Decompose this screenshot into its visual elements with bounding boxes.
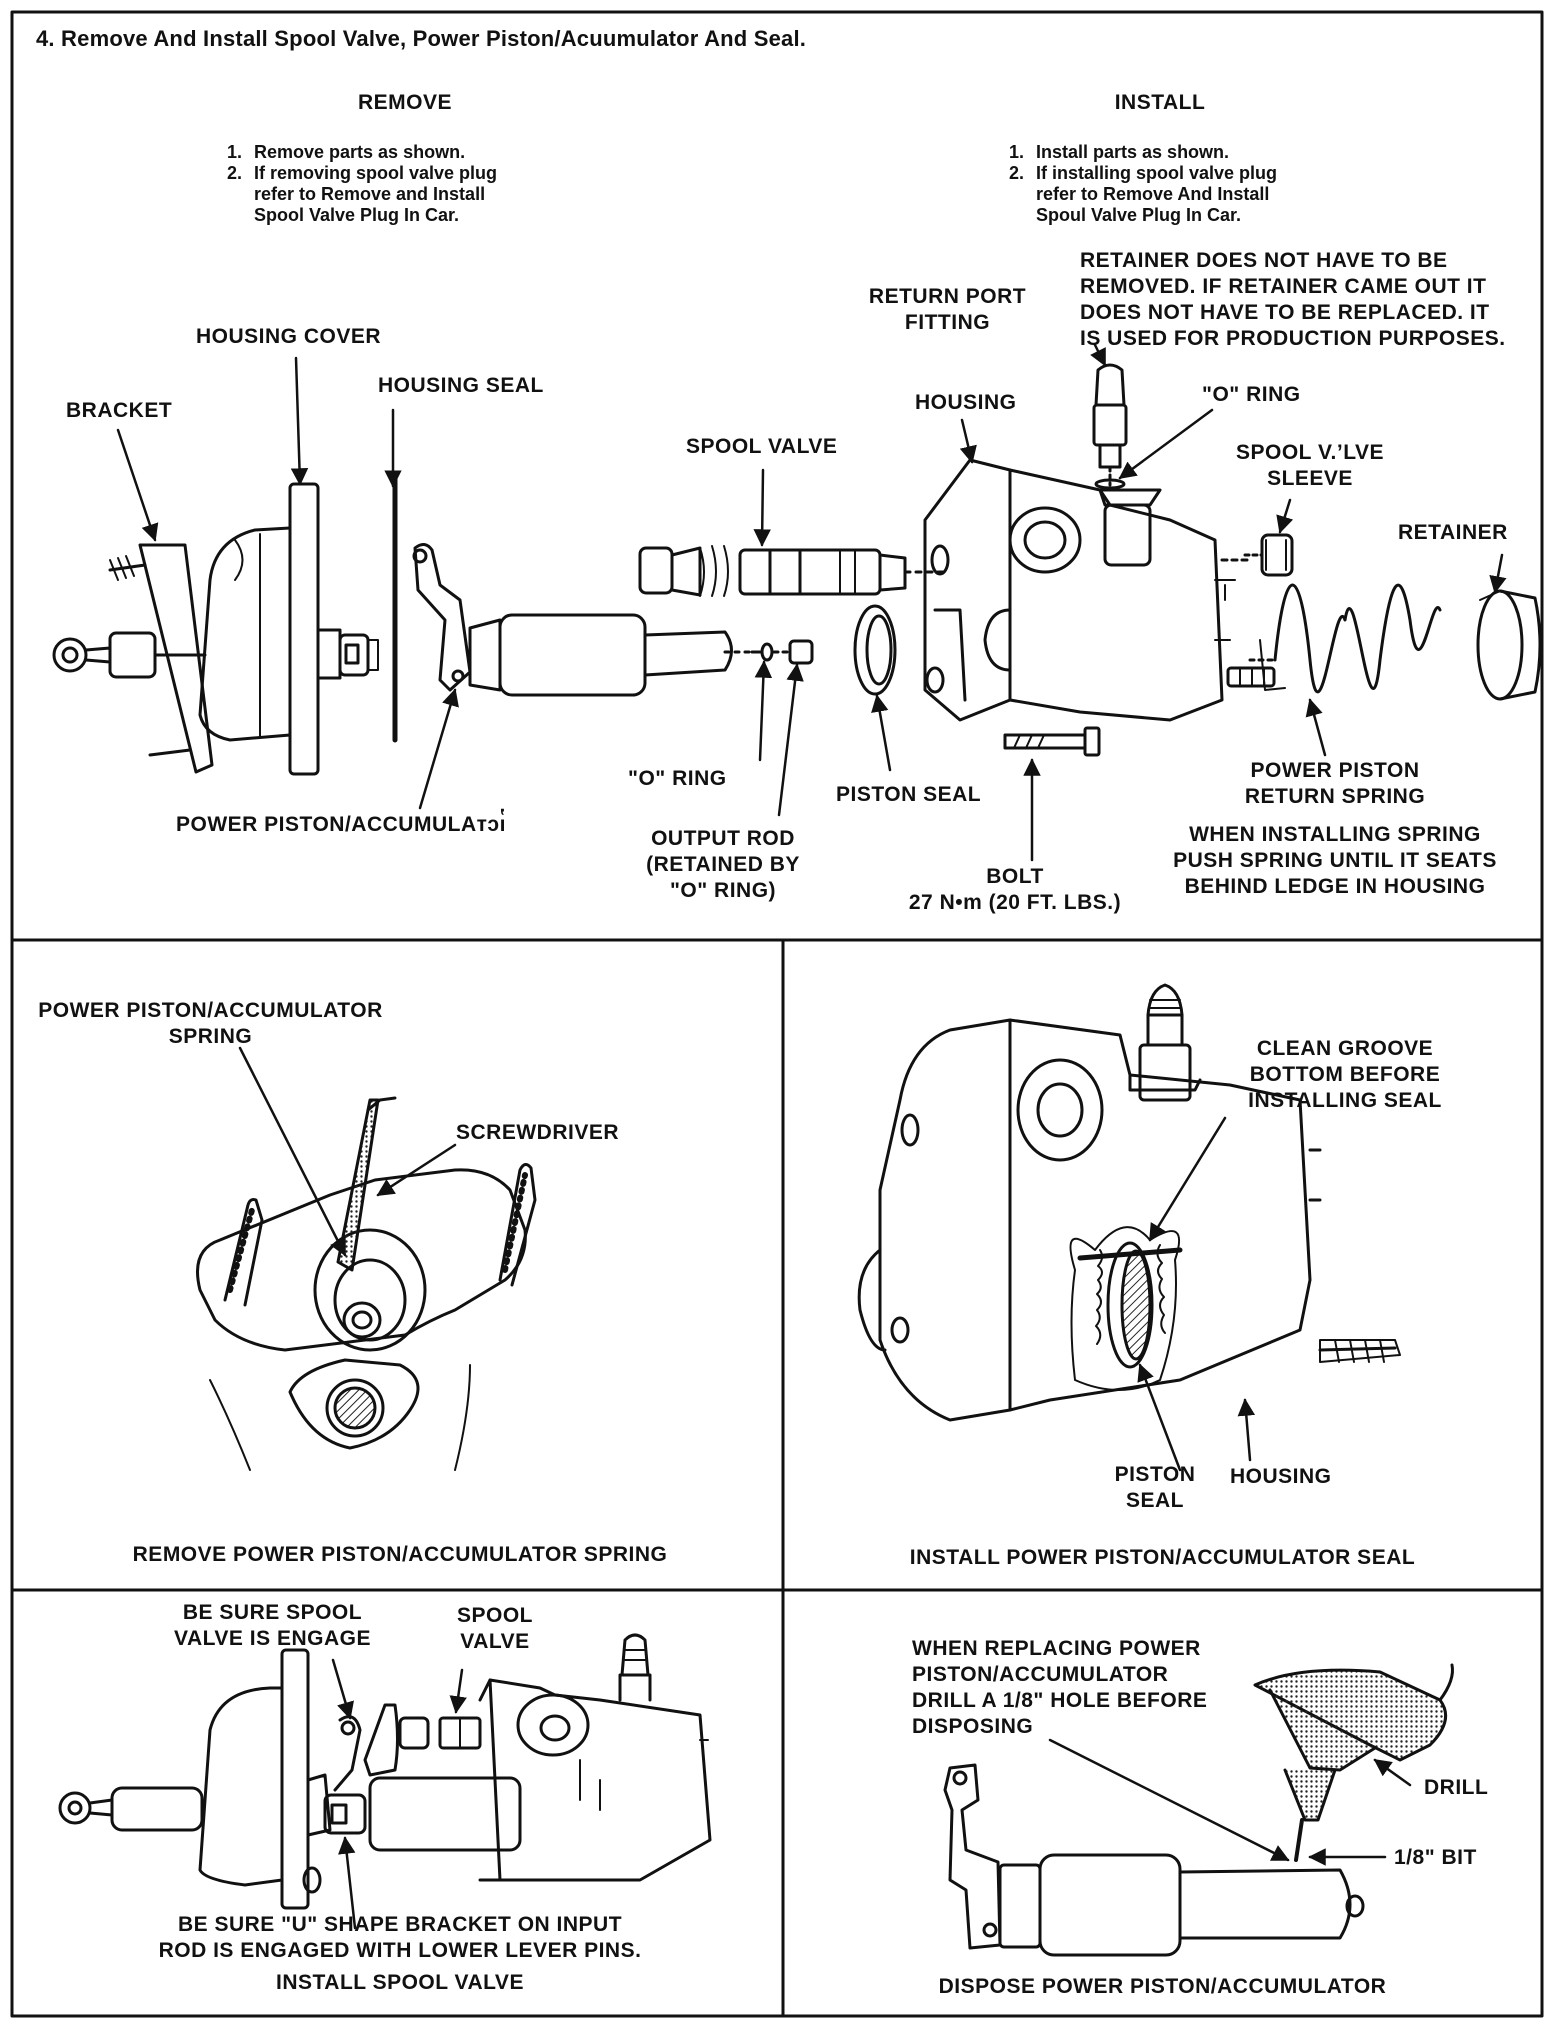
label-o-ring-bottom: "O" RING	[628, 767, 727, 790]
label-spool-valve-sleeve: SPOOL V.’LVE SLEEVE	[1236, 441, 1384, 490]
label-housing-seal: HOUSING SEAL	[378, 374, 544, 397]
label-screwdriver: SCREWDRIVER	[456, 1121, 620, 1144]
label-accumulator-spring: POWER PISTON/ACCUMULATOR SPRING	[38, 999, 383, 1048]
bracket-part	[108, 543, 214, 774]
remove-step: 2.If removing spool valve plug refer to …	[226, 163, 498, 225]
retainer-note: RETAINER DOES NOT HAVE TO BE REMOVED. IF…	[1080, 249, 1506, 350]
return-port-fitting-part	[1092, 363, 1128, 490]
remove-steps: 1.Remove parts as shown. 2.If removing s…	[208, 142, 628, 226]
return-spring-part	[1226, 583, 1442, 694]
spring-removal-illustration	[196, 1096, 537, 1471]
spool-valve-sleeve-part	[1243, 533, 1294, 577]
section-title: 4. Remove And Install Spool Valve, Power…	[36, 26, 807, 51]
retainer-part	[1476, 589, 1542, 701]
power-piston-accumulator-part	[468, 613, 754, 697]
housing-flange	[923, 458, 1012, 722]
housing-cover-part	[198, 482, 379, 776]
install-step: 1.Install parts as shown.	[1008, 142, 1230, 162]
dispose-illustration	[943, 1663, 1454, 1957]
label-piston-seal-panel: PISTON SEAL	[1114, 1463, 1196, 1512]
label-bit: 1/8" BIT	[1394, 1846, 1477, 1869]
install-steps: 1.Install parts as shown. 2.If installin…	[990, 142, 1390, 226]
label-housing: HOUSING	[915, 391, 1017, 414]
housing-part	[923, 458, 1250, 722]
panel-borders	[10, 10, 1544, 2018]
remove-step: 1.Remove parts as shown.	[226, 142, 466, 162]
install-heading: INSTALL	[1114, 91, 1206, 114]
spool-install-illustration	[58, 1633, 712, 1910]
label-housing-panel: HOUSING	[1230, 1465, 1332, 1488]
leader-lines-remove-spring	[238, 1046, 457, 1257]
leader-lines-install-seal	[1137, 1116, 1256, 1472]
spring-install-note: WHEN INSTALLING SPRING PUSH SPRING UNTIL…	[1173, 823, 1497, 898]
bolt-part	[1003, 726, 1101, 757]
label-output-rod: OUTPUT ROD (RETAINED BY "O" RING)	[646, 827, 800, 902]
label-spool-valve-panel: SPOOL VALVE	[456, 1604, 533, 1653]
caption-dispose: DISPOSE POWER PISTON/ACCUMULATOR	[938, 1975, 1387, 1998]
lever-bracket-part	[412, 543, 472, 692]
label-drill: DRILL	[1424, 1776, 1489, 1799]
leader-lines-main	[116, 343, 1507, 862]
o-ring-rod-parts	[750, 639, 814, 665]
remove-heading: REMOVE	[357, 91, 452, 114]
label-piston-seal: PISTON SEAL	[836, 783, 982, 806]
leader-lines-dispose	[1048, 1738, 1412, 1866]
label-o-ring-top: "O" RING	[1202, 383, 1301, 406]
install-step: 2.If installing spool valve plug refer t…	[1008, 163, 1278, 225]
seal-install-illustration	[857, 983, 1401, 1422]
label-power-piston-accumulator: POWER PISTON/ACCUMULAᴛɔı̔	[176, 813, 506, 836]
piston-seal-part	[853, 604, 897, 696]
label-drill-note: WHEN REPLACING POWER PISTON/ACCUMULATOR …	[912, 1637, 1208, 1738]
housing-cover-flange	[288, 482, 320, 776]
leader-lines-install-spool	[331, 1658, 467, 1930]
label-power-piston-return-spring: POWER PISTON RETURN SPRING	[1244, 759, 1426, 808]
label-bracket: BRACKET	[66, 399, 173, 422]
outer-frame	[10, 10, 1544, 2018]
caption-install-seal: INSTALL POWER PISTON/ACCUMULATOR SEAL	[909, 1546, 1416, 1569]
label-clean-groove: CLEAN GROOVE BOTTOM BEFORE INSTALLING SE…	[1248, 1037, 1442, 1112]
label-bolt: BOLT 27 N•m (20 FT. LBS.)	[908, 865, 1122, 914]
label-spool-engage: BE SURE SPOOL VALVE IS ENGAGE	[174, 1601, 371, 1650]
label-bracket-note: BE SURE "U" SHAPE BRACKET ON INPUT ROD I…	[158, 1913, 642, 1962]
spool-valve-part	[638, 545, 947, 597]
label-spool-valve: SPOOL VALVE	[686, 435, 838, 458]
screwdriver-shaft	[336, 1098, 380, 1272]
input-rod-part	[52, 631, 207, 679]
caption-install-spool: INSTALL SPOOL VALVE	[276, 1971, 524, 1994]
label-housing-cover: HOUSING COVER	[196, 325, 382, 348]
label-return-port-fitting: RETURN PORT FITTING	[868, 285, 1027, 334]
label-retainer: RETAINER	[1398, 521, 1508, 544]
bracket-body	[138, 543, 214, 774]
caption-remove-spring: REMOVE POWER PISTON/ACCUMULATOR SPRING	[132, 1543, 668, 1566]
